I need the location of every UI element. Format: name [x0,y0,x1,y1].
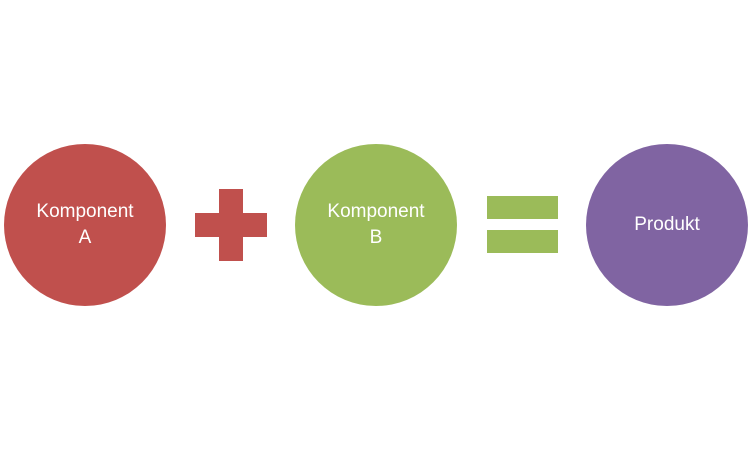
node-produkt-label: Produkt [634,212,699,238]
node-produkt: Produkt [586,144,748,306]
node-komponent-a: Komponent A [4,144,166,306]
node-komponent-a-label: Komponent A [36,199,133,251]
node-komponent-a-label-line1: Komponent [36,201,134,222]
node-komponent-b-label: Komponent B [327,199,424,251]
node-komponent-b-label-line2: B [369,227,383,248]
node-komponent-b: Komponent B [295,144,457,306]
equals-sign-top-bar [487,196,558,219]
node-komponent-a-label-line2: A [78,227,92,248]
node-produkt-label-line1: Produkt [634,214,700,235]
plus-sign-vertical-bar [219,189,243,261]
node-komponent-b-label-line1: Komponent [327,201,425,222]
equals-sign-bottom-bar [487,230,558,253]
